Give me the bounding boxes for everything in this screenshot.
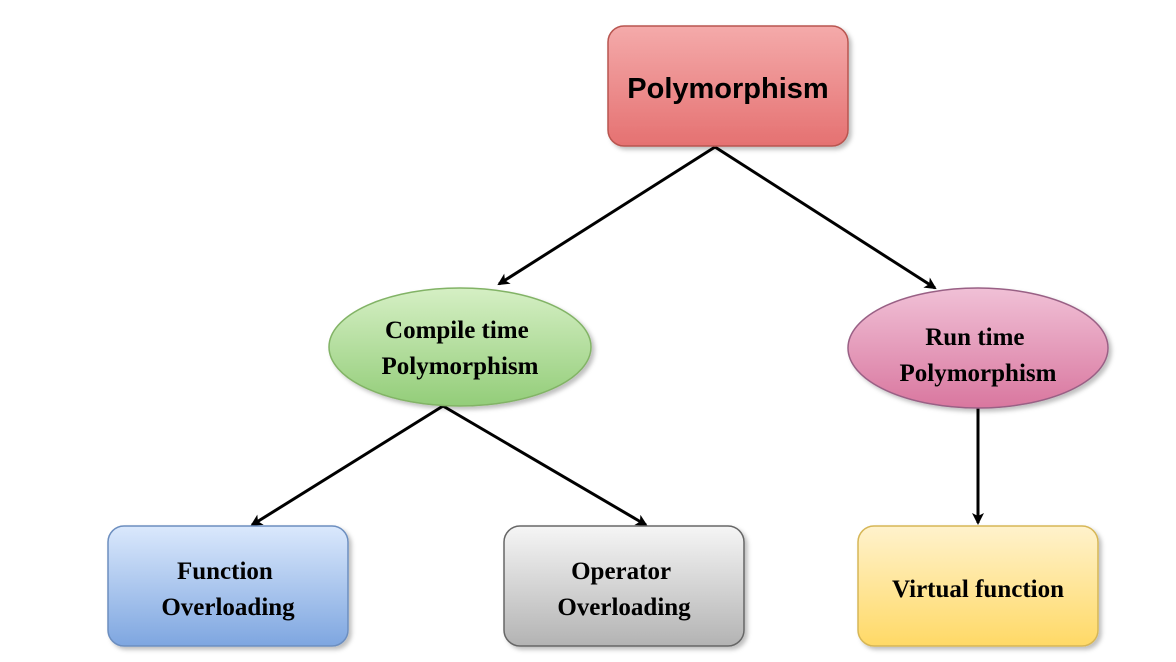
edge-root-to-run-time	[714, 145, 937, 290]
node-compile-time-line-1: Compile time	[385, 317, 529, 344]
node-virtual-function-line-1: Virtual function	[892, 576, 1064, 603]
edges	[250, 145, 984, 527]
node-function-overloading-line-2: Overloading	[161, 594, 295, 621]
node-compile-time-shape	[328, 287, 592, 407]
node-operator-overloading-label: Operator Overloading	[557, 558, 691, 621]
node-virtual-function-shape	[857, 525, 1099, 647]
node-operator-overloading-line-2: Overloading	[557, 594, 691, 621]
node-function-overloading-shape	[107, 525, 349, 647]
node-run-time-line-2: Polymorphism	[900, 360, 1057, 387]
node-run-time-shape	[847, 287, 1109, 409]
node-function-overloading-line-1: Function	[177, 558, 273, 585]
node-function-overloading-label: Function Overloading	[161, 558, 295, 621]
node-run-time-line-1: Run time	[925, 324, 1024, 351]
node-operator-overloading	[503, 525, 745, 647]
node-virtual-function	[857, 525, 1099, 647]
node-compile-time	[328, 287, 592, 407]
node-operator-overloading-shape	[503, 525, 745, 647]
node-operator-overloading-line-1: Operator	[571, 558, 671, 585]
edge-compile-time-to-function-overloading	[250, 404, 444, 527]
node-polymorphism-line-1: Polymorphism	[627, 73, 828, 105]
node-compile-time-line-2: Polymorphism	[382, 353, 539, 380]
node-run-time-label: Run time Polymorphism	[900, 324, 1057, 387]
edge-root-to-compile-time	[497, 145, 716, 286]
node-polymorphism	[607, 25, 849, 147]
node-virtual-function-label: Virtual function	[892, 576, 1064, 603]
node-run-time	[847, 287, 1109, 409]
node-function-overloading	[107, 525, 349, 647]
node-polymorphism-shape	[607, 25, 849, 147]
edge-compile-time-to-operator-overloading	[442, 404, 648, 527]
node-polymorphism-label: Polymorphism	[627, 73, 828, 105]
node-compile-time-label: Compile time Polymorphism	[382, 317, 539, 380]
